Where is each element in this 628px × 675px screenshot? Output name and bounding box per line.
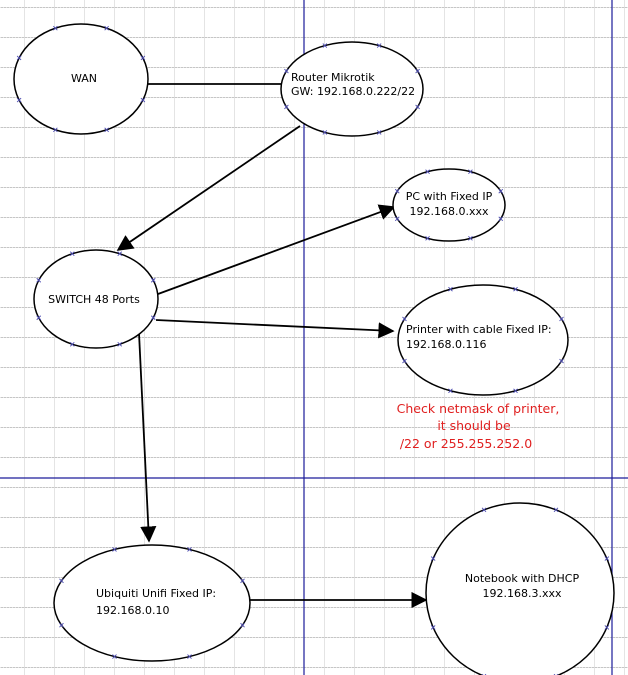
handle-mark xyxy=(36,315,42,321)
handle-mark xyxy=(415,104,420,110)
handle-mark xyxy=(553,507,559,513)
handle-mark xyxy=(117,341,123,347)
wan-label: WAN xyxy=(71,72,97,85)
note-line1: Check netmask of printer, xyxy=(397,401,560,416)
handle-mark xyxy=(394,188,400,194)
handle-mark xyxy=(284,68,289,74)
node-ubiquiti[interactable] xyxy=(53,544,251,662)
handle-mark xyxy=(284,104,289,110)
node-wan[interactable] xyxy=(13,23,149,135)
handle-mark xyxy=(481,507,487,513)
node-router[interactable] xyxy=(280,41,424,137)
handle-mark xyxy=(112,547,117,552)
pc-label-line1: PC with Fixed IP xyxy=(406,190,493,203)
handle-mark xyxy=(59,622,64,628)
handle-mark xyxy=(240,622,245,628)
handle-mark xyxy=(53,25,58,31)
connectors xyxy=(116,83,428,609)
handle-mark xyxy=(513,286,518,292)
handle-mark xyxy=(448,388,453,394)
handle-mark xyxy=(559,316,564,322)
handle-mark xyxy=(104,127,109,133)
handle-mark xyxy=(16,55,22,61)
handle-mark xyxy=(513,388,518,394)
arrow-switch-pc[interactable] xyxy=(157,204,396,295)
handle-mark xyxy=(322,130,328,135)
notebook-label-line2: 192.168.3.xxx xyxy=(482,587,561,600)
note-line3: /22 or 255.255.252.0 xyxy=(400,436,532,451)
handle-mark xyxy=(394,216,400,222)
note-line2: it should be xyxy=(437,418,511,433)
handle-mark xyxy=(425,169,430,175)
printer-label-line2: 192.168.0.116 xyxy=(406,338,486,351)
handle-mark xyxy=(448,286,453,292)
handle-mark xyxy=(559,358,564,364)
ubiquiti-label-line2: 192.168.0.10 xyxy=(96,604,169,617)
handle-mark xyxy=(187,547,192,552)
arrow-router-switch[interactable] xyxy=(116,125,301,251)
handle-mark xyxy=(140,55,146,61)
handle-mark xyxy=(16,97,22,103)
handle-mark xyxy=(140,97,146,103)
handle-mark xyxy=(376,130,382,135)
handle-mark xyxy=(430,625,436,630)
arrow-switch-printer[interactable] xyxy=(155,319,395,339)
handle-mark xyxy=(322,43,328,48)
handle-mark xyxy=(425,235,430,241)
handle-mark xyxy=(604,556,610,561)
router-label-line2: GW: 192.168.0.222/22 xyxy=(291,85,415,98)
handle-mark xyxy=(240,578,245,584)
handle-mark xyxy=(376,43,382,48)
handle-mark xyxy=(402,316,407,322)
handle-mark xyxy=(150,315,156,321)
handle-mark xyxy=(187,654,192,659)
ubiquiti-label-line1: Ubiquiti Unifi Fixed IP: xyxy=(96,587,216,600)
handle-mark xyxy=(415,68,420,74)
printer-label-line1: Printer with cable Fixed IP: xyxy=(406,323,552,336)
node-notebook[interactable] xyxy=(425,502,615,675)
handle-mark xyxy=(402,358,407,364)
switch-label: SWITCH 48 Ports xyxy=(48,293,140,306)
handle-mark xyxy=(104,25,109,31)
node-labels: WAN Router Mikrotik GW: 192.168.0.222/22… xyxy=(48,71,579,617)
arrow-switch-ubiquiti[interactable] xyxy=(138,332,157,543)
notebook-label-line1: Notebook with DHCP xyxy=(465,572,580,585)
handle-mark xyxy=(468,235,473,241)
printer-netmask-note: Check netmask of printer, it should be /… xyxy=(397,401,560,451)
handle-mark xyxy=(468,169,473,175)
handle-mark xyxy=(498,216,504,222)
node-pc[interactable] xyxy=(392,168,506,242)
connection-handles xyxy=(16,25,610,675)
handle-mark xyxy=(430,556,436,561)
handle-mark xyxy=(498,188,504,194)
nodes xyxy=(13,23,615,675)
handle-mark xyxy=(604,625,610,630)
pc-label-line2: 192.168.0.xxx xyxy=(409,205,488,218)
handle-mark xyxy=(112,654,117,659)
handle-mark xyxy=(36,277,42,283)
handle-mark xyxy=(69,251,75,257)
router-label-line1: Router Mikrotik xyxy=(291,71,375,84)
node-switch[interactable] xyxy=(33,249,159,349)
handle-mark xyxy=(59,578,64,584)
handle-mark xyxy=(53,127,58,133)
handle-mark xyxy=(69,341,75,347)
handle-mark xyxy=(117,251,123,257)
node-printer[interactable] xyxy=(397,284,569,396)
handle-mark xyxy=(150,277,156,283)
